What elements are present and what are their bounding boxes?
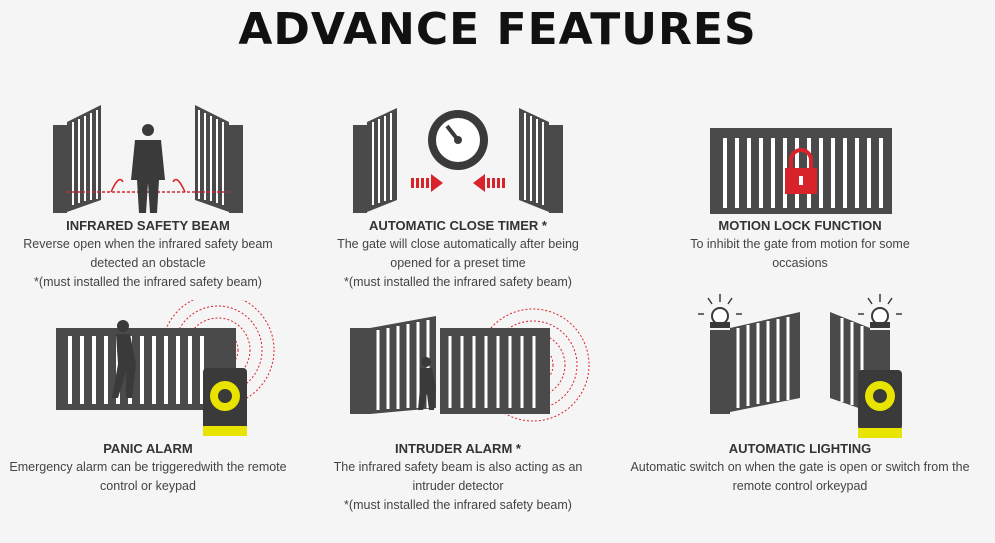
lock-gate-icon: [710, 128, 892, 214]
feature-description-line: The infrared safety beam is also acting …: [333, 460, 583, 474]
lighting-gate-icon: [698, 294, 902, 438]
feature-description-line: Automatic switch on when the gate is ope…: [630, 460, 970, 474]
feature-panic-alarm: PANIC ALARM Emergency alarm can be trigg…: [0, 300, 313, 496]
page-title: ADVANCE FEATURES: [238, 4, 757, 55]
feature-intruder-alarm: INTRUDER ALARM * The infrared safety bea…: [293, 300, 623, 515]
feature-description-line: Emergency alarm can be triggeredwith the…: [9, 460, 287, 474]
feature-title: INTRUDER ALARM *: [395, 441, 521, 456]
feature-title: INFRARED SAFETY BEAM: [66, 218, 230, 233]
feature-title: AUTOMATIC CLOSE TIMER *: [369, 218, 547, 233]
feature-motion-lock-function: MOTION LOCK FUNCTION To inhibit the gate…: [635, 100, 965, 273]
feature-description-line: detected an obstacle: [90, 256, 206, 270]
feature-description-line: *(must installed the infrared safety bea…: [34, 275, 262, 289]
feature-title: AUTOMATIC LIGHTING: [728, 441, 872, 456]
feature-description-line: To inhibit the gate from motion for some: [690, 237, 910, 251]
feature-description-line: remote control orkeypad: [732, 479, 868, 493]
feature-infrared-safety-beam: INFRARED SAFETY BEAM Reverse open when t…: [0, 100, 313, 292]
feature-description-line: *(must installed the infrared safety bea…: [344, 275, 572, 289]
panic-alarm-icon: [56, 300, 275, 436]
feature-description-line: occasions: [772, 256, 828, 270]
feature-description-line: The gate will close automatically after …: [337, 237, 579, 251]
feature-description-line: intruder detector: [412, 479, 504, 493]
feature-description-line: Reverse open when the infrared safety be…: [23, 237, 273, 251]
feature-description-line: opened for a preset time: [390, 256, 526, 270]
feature-automatic-lighting: AUTOMATIC LIGHTING Automatic switch on w…: [600, 292, 995, 496]
feature-title: PANIC ALARM: [103, 441, 193, 456]
feature-automatic-close-timer: AUTOMATIC CLOSE TIMER * The gate will cl…: [293, 100, 623, 292]
feature-description-line: *(must installed the infrared safety bea…: [344, 498, 572, 512]
infrared-beam-gate-icon: [53, 105, 243, 213]
intruder-alarm-icon: [350, 308, 590, 422]
feature-description-line: control or keypad: [100, 479, 196, 493]
timer-gate-icon: [353, 108, 563, 213]
feature-title: MOTION LOCK FUNCTION: [718, 218, 882, 233]
